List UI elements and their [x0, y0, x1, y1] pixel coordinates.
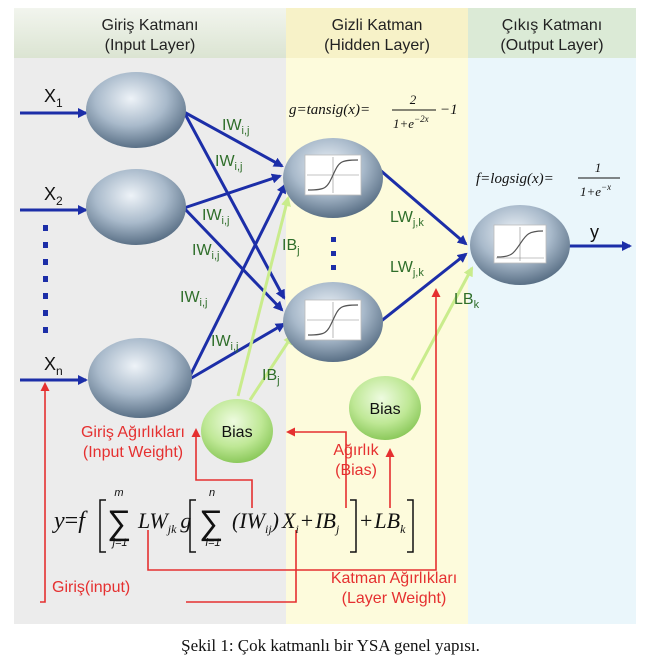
iw-label: IWi,j	[180, 289, 208, 309]
svg-text:f=logsig(x)=: f=logsig(x)=	[476, 171, 554, 187]
output-layer-panel	[468, 8, 636, 624]
hidden-output-connections	[379, 168, 468, 324]
lw-label: LWj,k	[390, 259, 424, 279]
svg-text:1+e−x: 1+e−x	[580, 182, 611, 199]
output-layer-subtitle: (Output Layer)	[500, 37, 603, 54]
bias-weight-label-tr: Ağırlık	[333, 442, 379, 459]
hidden-layer-header	[286, 8, 468, 58]
svg-text:i=1: i=1	[206, 537, 221, 549]
lb-label: LBk	[454, 291, 480, 311]
weight-labels: IWi,j IWi,j IWi,j IWi,j IWi,j IWi,j IBj …	[180, 117, 480, 387]
figure-caption: Şekil 1: Çok katmanlı bir YSA genel yapı…	[181, 636, 480, 655]
svg-text:n: n	[209, 487, 215, 499]
input-layer-title: Giriş Katmanı	[102, 17, 199, 34]
svg-text:2: 2	[410, 92, 417, 107]
svg-text:∑: ∑	[199, 504, 223, 542]
input-neuron-2	[86, 169, 186, 245]
input-hidden-connections	[182, 110, 287, 382]
iw-label: IWi,j	[202, 207, 230, 227]
input-x2-label: X2	[44, 184, 63, 208]
svg-text:y=f: y=f	[52, 508, 88, 534]
ann-structure-diagram: Giriş Katmanı (Input Layer) Gizli Katman…	[14, 8, 636, 624]
input-layer-subtitle: (Input Layer)	[105, 37, 196, 54]
output-y-label: y	[590, 222, 599, 242]
tansig-plot-icon	[304, 154, 362, 196]
svg-text:1+e−2x: 1+e−2x	[393, 114, 429, 131]
lw-label: LWj,k	[390, 209, 424, 229]
layer-weight-label-tr: Katman Ağırlıkları	[331, 570, 457, 587]
output-layer-header	[468, 8, 636, 58]
svg-text:∑: ∑	[107, 504, 131, 542]
bias-weight-label-en: (Bias)	[335, 462, 377, 479]
input-weight-label-tr: Giriş Ağırlıkları	[81, 424, 185, 441]
input-xn-label: Xn	[44, 354, 63, 378]
input-label: Giriş(input)	[52, 579, 130, 596]
logsig-formula: f=logsig(x)= 1 1+e−x	[476, 160, 620, 199]
input-neuron-n	[88, 338, 192, 418]
tansig-plot-icon	[304, 299, 362, 341]
svg-text:g=tansig(x)=: g=tansig(x)=	[289, 102, 370, 118]
iw-label: IWi,j	[215, 153, 243, 173]
hidden-layer-title: Gizli Katman	[332, 17, 423, 34]
svg-text:(IWij)Xi+IBj: (IWij)Xi+IBj	[232, 508, 340, 536]
bias-node-hidden	[201, 399, 273, 463]
bias-node-output	[349, 376, 421, 440]
tansig-formula: g=tansig(x)= 2 1+e−2x −1	[289, 92, 458, 131]
input-ellipsis	[43, 225, 48, 333]
svg-text:1: 1	[595, 160, 602, 175]
bias-label-output: Bias	[369, 401, 400, 418]
input-weight-label-en: (Input Weight)	[83, 444, 183, 461]
layer-weight-label-en: (Layer Weight)	[342, 590, 447, 607]
bias-label-hidden: Bias	[221, 424, 252, 441]
input-x1-label: X1	[44, 86, 63, 110]
annotation-lines	[40, 288, 441, 603]
iw-label: IWi,j	[211, 333, 239, 353]
svg-text:m: m	[114, 487, 123, 499]
svg-text:j=1: j=1	[111, 537, 128, 549]
iw-label: IWi,j	[222, 117, 250, 137]
svg-text:+LBk: +LBk	[360, 508, 406, 536]
ib-label: IBj	[262, 367, 280, 387]
hidden-layer-subtitle: (Hidden Layer)	[324, 37, 430, 54]
ib-label: IBj	[282, 237, 300, 257]
output-layer-title: Çıkış Katmanı	[502, 17, 602, 34]
input-layer-header	[14, 8, 286, 58]
bias-connections	[236, 196, 474, 401]
logsig-plot-icon	[493, 224, 547, 264]
hidden-ellipsis	[331, 237, 336, 270]
input-neuron-1	[86, 72, 186, 148]
iw-label: IWi,j	[192, 242, 220, 262]
svg-text:−1: −1	[440, 102, 458, 118]
